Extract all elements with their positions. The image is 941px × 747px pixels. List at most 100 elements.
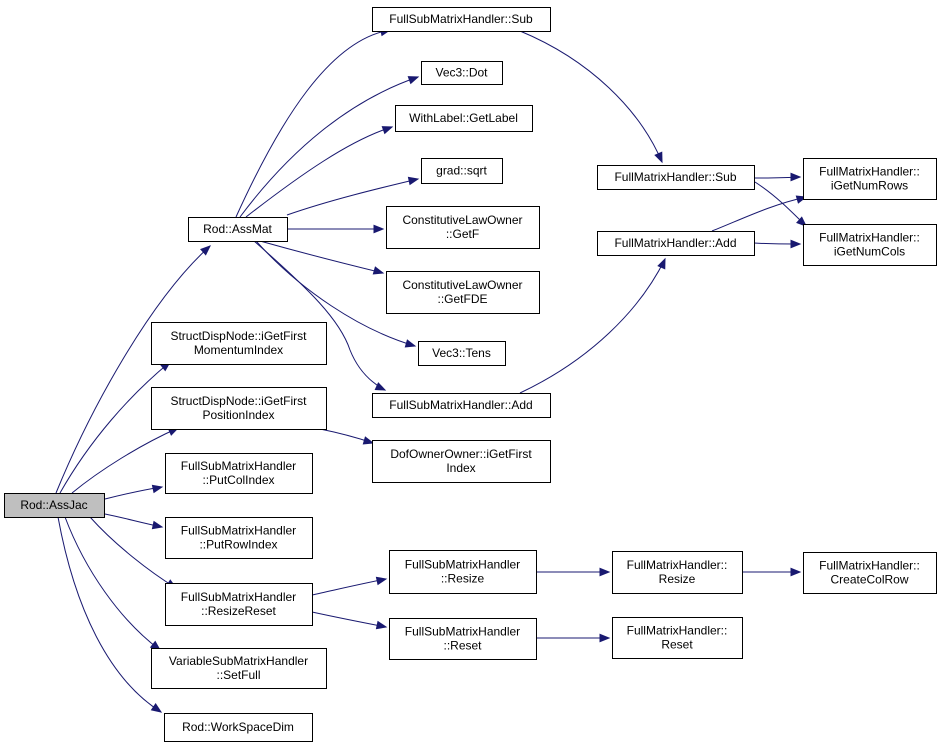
node-num-cols[interactable]: FullMatrixHandler::iGetNumCols [803, 224, 937, 266]
arrowhead-icon [599, 633, 611, 643]
node-box [386, 206, 540, 249]
arrowhead-icon [373, 224, 385, 234]
edge-line [311, 578, 387, 596]
node-label: ::Reset [443, 639, 482, 653]
node-label: FullMatrixHandler:: [627, 558, 728, 572]
node-get-fde[interactable]: ConstitutiveLawOwner::GetFDE [386, 271, 540, 314]
node-label: FullMatrixHandler:: [819, 165, 920, 179]
node-box [386, 271, 540, 314]
edge-line [253, 240, 386, 391]
node-box [395, 105, 533, 132]
node-resize-reset[interactable]: FullSubMatrixHandler::ResizeReset [165, 583, 313, 626]
node-box [389, 618, 537, 660]
arrowhead-icon [151, 520, 164, 530]
node-fsmh-sub[interactable]: FullSubMatrixHandler::Sub [372, 7, 551, 32]
edge-line [64, 516, 161, 651]
node-vec3-tens[interactable]: Vec3::Tens [418, 341, 506, 366]
edge-ass-mat-to-vec3-tens [255, 240, 417, 348]
edge-line [519, 258, 666, 394]
edge-ass-mat-to-get-f [286, 224, 385, 234]
edge-fmh-sub-to-num-cols [754, 181, 807, 227]
arrowhead-icon [381, 126, 394, 135]
node-label: StructDispNode::iGetFirst [170, 329, 307, 343]
node-box [597, 165, 755, 190]
node-box [803, 552, 937, 594]
arrowhead-icon [372, 266, 385, 275]
node-ass-jac[interactable]: Rod::AssJac [4, 493, 105, 518]
node-label: ::PutRowIndex [199, 538, 277, 552]
node-fsmh-add[interactable]: FullSubMatrixHandler::Add [372, 393, 551, 418]
node-box [389, 550, 537, 594]
node-label: FullSubMatrixHandler [405, 625, 520, 639]
node-fsmh-resize[interactable]: FullSubMatrixHandler::Resize [389, 550, 537, 594]
node-label: ::ResizeReset [201, 604, 276, 618]
node-label: Resize [659, 572, 696, 586]
node-fmh-add[interactable]: FullMatrixHandler::Add [597, 231, 755, 256]
node-fmh-sub[interactable]: FullMatrixHandler::Sub [597, 165, 755, 190]
node-label: FullSubMatrixHandler [181, 590, 296, 604]
node-box [612, 617, 743, 659]
node-fmh-reset[interactable]: FullMatrixHandler::Reset [612, 617, 743, 659]
node-box [164, 713, 313, 742]
node-label: iGetNumRows [831, 179, 908, 193]
arrowhead-icon [790, 239, 802, 249]
arrowhead-icon [151, 484, 164, 494]
edge-fsmh-add-to-fmh-add [519, 257, 666, 394]
node-box [151, 648, 327, 689]
node-label: FullSubMatrixHandler::Add [389, 398, 532, 412]
node-label: FullMatrixHandler:: [819, 559, 920, 573]
node-get-f[interactable]: ConstitutiveLawOwner::GetF [386, 206, 540, 249]
node-label: iGetNumCols [834, 245, 905, 259]
node-label: ::SetFull [216, 668, 260, 682]
arrowhead-icon [796, 216, 807, 227]
edge-line [259, 240, 384, 274]
node-label: Vec3::Dot [435, 66, 488, 80]
node-label: FullSubMatrixHandler [181, 524, 296, 538]
node-fmh-resize[interactable]: FullMatrixHandler::Resize [612, 551, 743, 594]
edge-resize-reset-to-fsmh-reset [311, 611, 388, 630]
edge-position-index-to-dof-first-index [319, 428, 375, 445]
node-num-rows[interactable]: FullMatrixHandler::iGetNumRows [803, 158, 937, 200]
node-box [421, 158, 503, 184]
edge-line [245, 126, 393, 218]
edge-line [235, 29, 391, 218]
edge-fmh-resize-to-create-col-row [741, 567, 802, 577]
node-set-full[interactable]: VariableSubMatrixHandler::SetFull [151, 648, 327, 689]
arrowhead-icon [599, 567, 611, 577]
arrowhead-icon [654, 151, 663, 164]
node-grad-sqrt[interactable]: grad::sqrt [421, 158, 503, 184]
node-label: PositionIndex [202, 408, 274, 422]
edge-line [57, 516, 162, 713]
node-label: Vec3::Tens [432, 346, 491, 360]
node-work-space-dim[interactable]: Rod::WorkSpaceDim [164, 713, 313, 742]
node-vec3-dot[interactable]: Vec3::Dot [421, 61, 503, 85]
edge-ass-jac-to-resize-reset [89, 516, 178, 589]
edge-fmh-add-to-num-rows [711, 195, 808, 232]
edge-fsmh-sub-to-fmh-sub [519, 30, 663, 164]
node-label: Rod::AssMat [203, 222, 272, 236]
node-box [803, 224, 937, 266]
edge-line [286, 178, 419, 216]
node-label: Rod::WorkSpaceDim [182, 720, 294, 734]
node-ass-mat[interactable]: Rod::AssMat [188, 217, 288, 242]
node-put-row-index[interactable]: FullSubMatrixHandler::PutRowIndex [165, 517, 313, 559]
edge-fmh-sub-to-num-rows [753, 172, 802, 182]
node-label: FullMatrixHandler:: [819, 231, 920, 245]
edge-line [311, 611, 387, 628]
arrowhead-icon [200, 245, 212, 256]
node-label: ::Resize [441, 572, 485, 586]
call-edges [55, 27, 808, 713]
node-put-col-index[interactable]: FullSubMatrixHandler::PutColIndex [165, 453, 313, 494]
node-label: ::PutColIndex [202, 473, 274, 487]
node-create-col-row[interactable]: FullMatrixHandler::CreateColRow [803, 552, 937, 594]
arrowhead-icon [407, 176, 420, 186]
arrowhead-icon [375, 576, 388, 586]
arrowhead-icon [374, 382, 387, 391]
node-fsmh-reset[interactable]: FullSubMatrixHandler::Reset [389, 618, 537, 660]
node-box [151, 322, 327, 365]
arrowhead-icon [790, 567, 802, 577]
node-get-label[interactable]: WithLabel::GetLabel [395, 105, 533, 132]
